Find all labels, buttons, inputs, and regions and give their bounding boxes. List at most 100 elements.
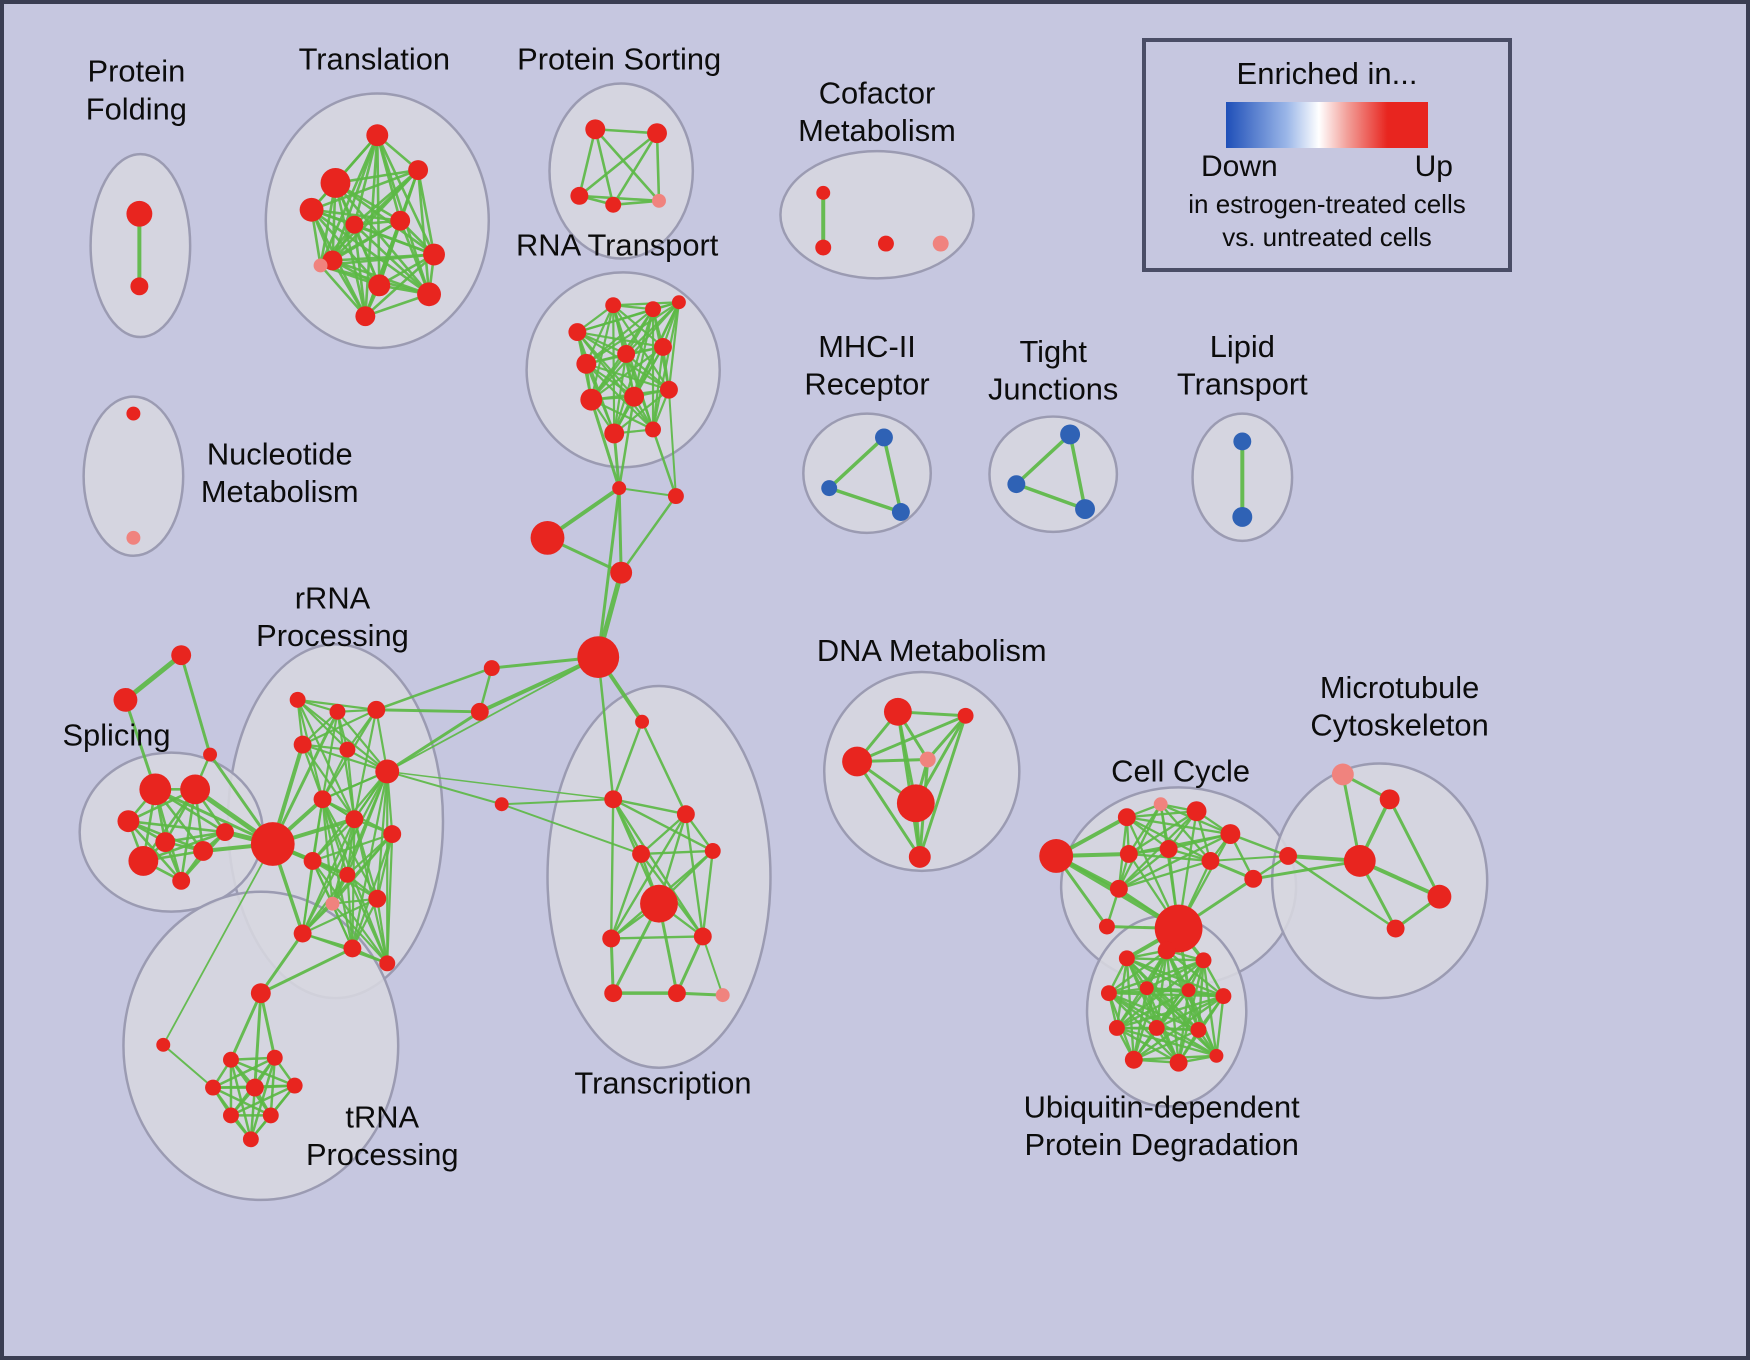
network-node-CC6[interactable] bbox=[1119, 845, 1138, 863]
network-node-U9[interactable] bbox=[1148, 1019, 1165, 1036]
network-node-T2[interactable] bbox=[366, 124, 389, 147]
network-node-R10[interactable] bbox=[659, 380, 678, 399]
network-node-RP13[interactable] bbox=[325, 896, 340, 911]
network-node-R1[interactable] bbox=[568, 323, 587, 342]
network-node-S5[interactable] bbox=[128, 846, 159, 876]
network-node-M5[interactable] bbox=[1427, 884, 1452, 909]
network-node-C8[interactable] bbox=[494, 797, 509, 812]
network-node-C1[interactable] bbox=[612, 481, 627, 496]
network-node-CC5[interactable] bbox=[1220, 824, 1241, 845]
network-node-CC9[interactable] bbox=[1109, 879, 1128, 898]
network-node-CC11[interactable] bbox=[1154, 904, 1203, 953]
network-node-RP10[interactable] bbox=[383, 825, 402, 844]
network-node-U3[interactable] bbox=[1195, 952, 1212, 969]
network-node-C6[interactable] bbox=[483, 660, 500, 677]
network-node-RP17[interactable] bbox=[379, 955, 396, 972]
network-node-R6[interactable] bbox=[617, 344, 636, 363]
network-node-CC8[interactable] bbox=[1201, 851, 1220, 870]
network-node-M1[interactable] bbox=[1331, 763, 1354, 786]
network-node-TR7[interactable] bbox=[286, 1077, 303, 1094]
network-node-S8[interactable] bbox=[172, 871, 191, 890]
network-node-C4[interactable] bbox=[610, 561, 633, 584]
network-node-X11[interactable] bbox=[715, 988, 730, 1003]
network-node-TR9[interactable] bbox=[262, 1107, 279, 1124]
network-node-U13[interactable] bbox=[1209, 1048, 1224, 1063]
network-node-PS2[interactable] bbox=[647, 123, 667, 144]
network-node-MH1[interactable] bbox=[875, 428, 893, 447]
network-node-U4[interactable] bbox=[1100, 985, 1117, 1002]
network-node-CM1[interactable] bbox=[816, 185, 831, 200]
network-node-NM2[interactable] bbox=[126, 530, 141, 545]
network-node-C5[interactable] bbox=[577, 636, 620, 679]
network-node-CM2[interactable] bbox=[815, 239, 832, 256]
network-node-R8[interactable] bbox=[580, 388, 603, 411]
network-node-X8[interactable] bbox=[693, 927, 712, 946]
network-node-C3[interactable] bbox=[530, 520, 565, 555]
network-node-U7[interactable] bbox=[1215, 988, 1232, 1005]
network-node-R2[interactable] bbox=[605, 297, 622, 314]
network-node-R7[interactable] bbox=[654, 338, 672, 356]
network-node-S1[interactable] bbox=[139, 773, 172, 806]
network-node-U2[interactable] bbox=[1157, 941, 1176, 960]
network-node-MH2[interactable] bbox=[821, 480, 838, 497]
network-node-RP4[interactable] bbox=[293, 735, 312, 754]
network-node-MH3[interactable] bbox=[891, 503, 910, 521]
network-node-F3[interactable] bbox=[203, 747, 218, 762]
network-node-D1[interactable] bbox=[883, 697, 912, 726]
network-node-TR6[interactable] bbox=[245, 1078, 264, 1097]
network-node-D4[interactable] bbox=[919, 751, 936, 768]
network-node-D5[interactable] bbox=[896, 784, 935, 823]
network-node-F2[interactable] bbox=[113, 687, 138, 712]
network-node-M2[interactable] bbox=[1379, 789, 1400, 810]
network-node-X6[interactable] bbox=[640, 884, 678, 923]
network-node-F1[interactable] bbox=[171, 645, 192, 666]
network-node-PF1[interactable] bbox=[126, 200, 153, 227]
network-node-RP6[interactable] bbox=[375, 759, 400, 784]
network-node-T3[interactable] bbox=[299, 197, 324, 222]
network-node-X3[interactable] bbox=[676, 805, 695, 824]
network-node-X7[interactable] bbox=[602, 929, 621, 948]
network-node-RP12[interactable] bbox=[339, 866, 356, 883]
network-node-S6[interactable] bbox=[193, 841, 214, 861]
network-node-R4[interactable] bbox=[671, 295, 686, 310]
network-node-RP8[interactable] bbox=[313, 790, 332, 809]
network-node-TR10[interactable] bbox=[242, 1131, 259, 1148]
network-node-RP11[interactable] bbox=[303, 851, 322, 870]
network-node-D3[interactable] bbox=[842, 746, 873, 777]
network-node-M4[interactable] bbox=[1343, 845, 1376, 877]
network-node-CM3[interactable] bbox=[877, 235, 894, 252]
network-node-S2[interactable] bbox=[180, 774, 211, 805]
network-node-TR8[interactable] bbox=[222, 1107, 239, 1124]
network-node-CC12[interactable] bbox=[1098, 918, 1115, 935]
network-node-RP1[interactable] bbox=[289, 691, 306, 708]
network-node-U8[interactable] bbox=[1108, 1019, 1125, 1036]
network-node-X1[interactable] bbox=[635, 714, 650, 729]
network-node-TR4[interactable] bbox=[266, 1049, 283, 1066]
network-node-T4[interactable] bbox=[408, 160, 429, 180]
network-node-C2[interactable] bbox=[667, 488, 684, 505]
network-node-U5[interactable] bbox=[1139, 981, 1154, 996]
network-node-TJ3[interactable] bbox=[1075, 499, 1095, 519]
network-node-T12[interactable] bbox=[355, 306, 376, 327]
network-node-NM1[interactable] bbox=[126, 406, 141, 421]
network-node-R5[interactable] bbox=[576, 353, 597, 374]
network-node-X2[interactable] bbox=[604, 790, 623, 809]
network-node-T11[interactable] bbox=[313, 258, 328, 273]
network-node-M3[interactable] bbox=[1279, 847, 1298, 865]
network-node-RP9[interactable] bbox=[345, 810, 364, 829]
network-node-TR5[interactable] bbox=[205, 1079, 222, 1096]
network-node-PF2[interactable] bbox=[130, 277, 149, 296]
network-node-PS3[interactable] bbox=[570, 186, 589, 205]
network-node-T5[interactable] bbox=[345, 215, 364, 234]
network-node-LT1[interactable] bbox=[1233, 432, 1252, 451]
network-node-M6[interactable] bbox=[1386, 919, 1405, 938]
network-node-RP14[interactable] bbox=[368, 889, 387, 908]
network-node-T10[interactable] bbox=[417, 282, 441, 307]
network-node-TJ2[interactable] bbox=[1007, 475, 1026, 494]
network-node-X4[interactable] bbox=[632, 845, 651, 863]
network-node-PS4[interactable] bbox=[605, 196, 622, 213]
network-node-LT2[interactable] bbox=[1232, 507, 1253, 527]
network-node-RP2[interactable] bbox=[329, 703, 346, 720]
network-node-C7[interactable] bbox=[470, 702, 489, 721]
network-node-T9[interactable] bbox=[368, 274, 391, 297]
